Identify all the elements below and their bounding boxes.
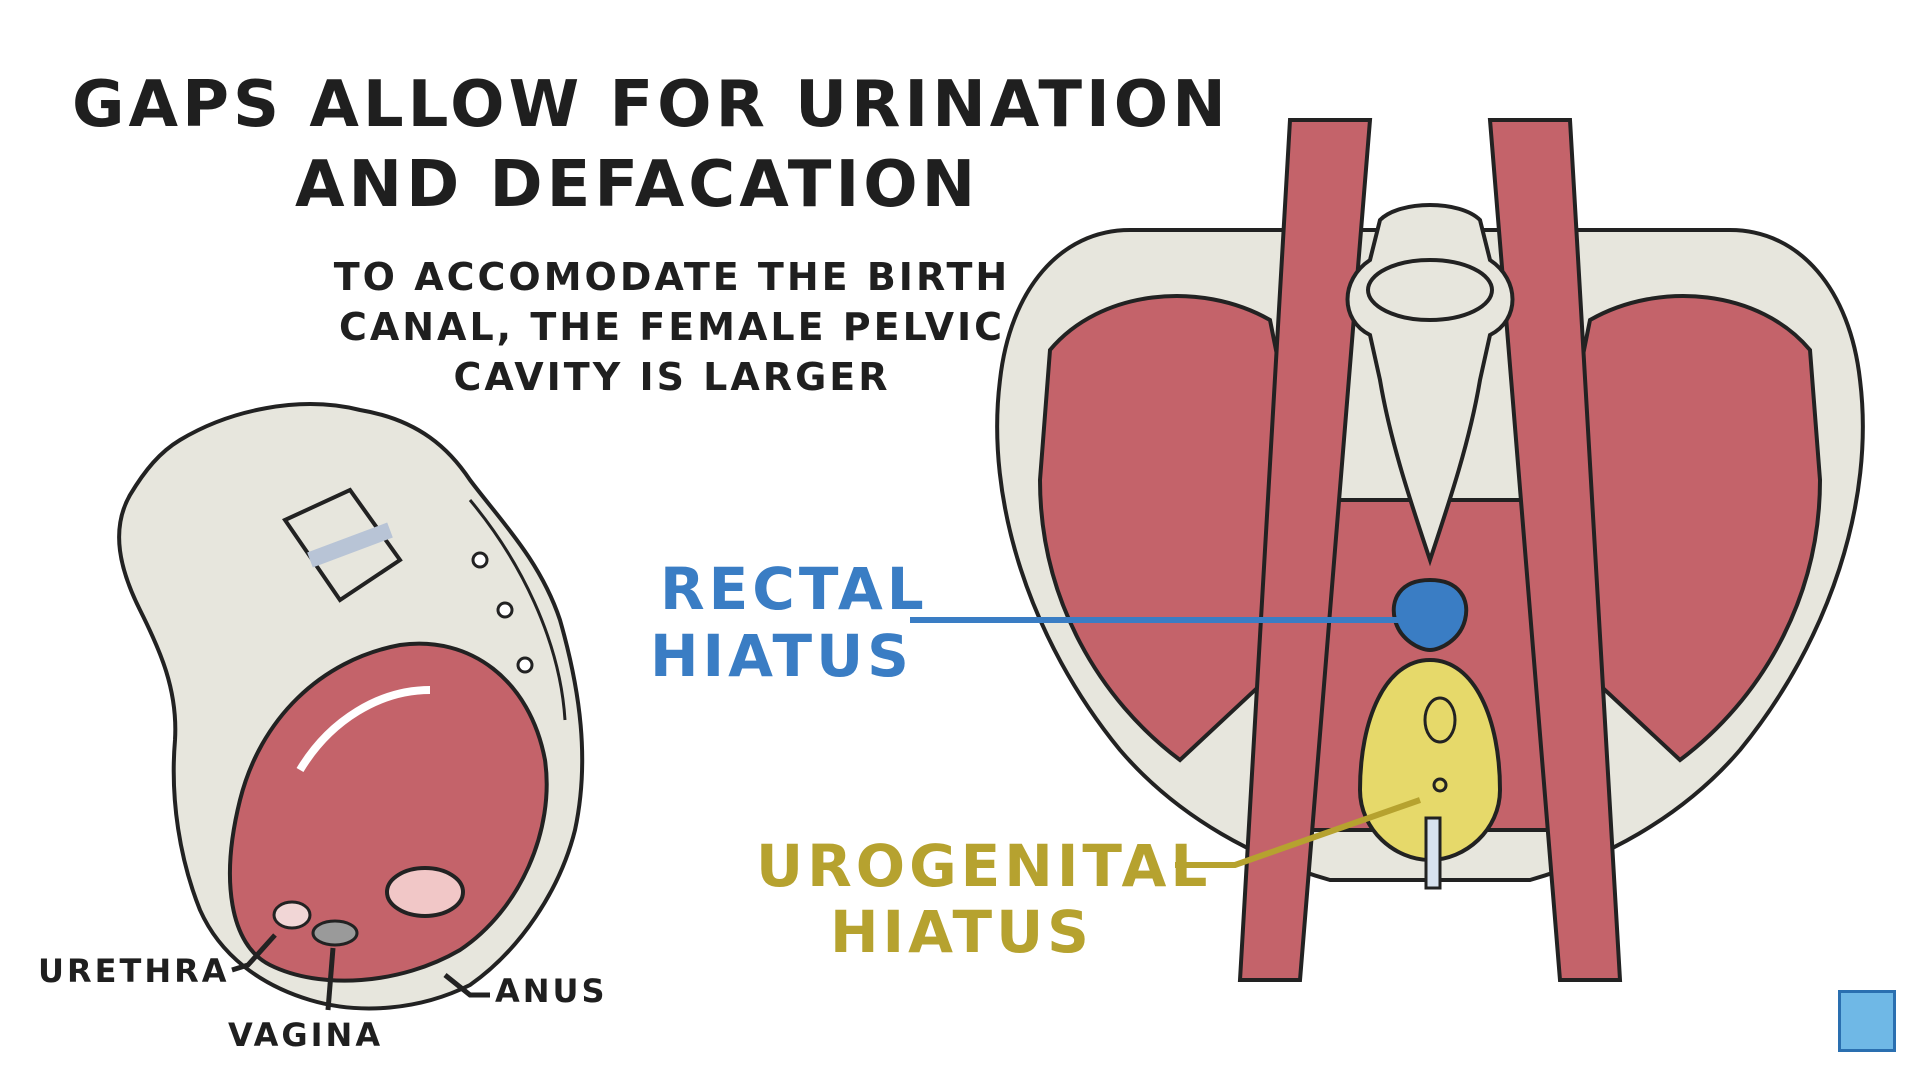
rectal-hiatus-label-line-2: HIATUS — [650, 622, 913, 690]
side-muscle-tendon — [296, 686, 431, 773]
side-anus-tube — [385, 866, 465, 918]
rectal-hiatus-opening — [1391, 577, 1469, 653]
subtitle-line-2: CANAL, THE FEMALE PELVIC — [338, 305, 1006, 349]
urogenital-hiatus-label-line-1: UROGENITAL — [756, 832, 1212, 900]
side-pelvic-floor-muscle — [228, 641, 549, 983]
anus-label: ANUS — [495, 972, 608, 1010]
anus-leader-line — [443, 973, 490, 998]
subtitle-line-3: CAVITY IS LARGER — [453, 355, 891, 399]
right-muscle-group — [1527, 294, 1823, 763]
left-muscle-group — [1037, 294, 1333, 763]
side-disc — [307, 522, 393, 568]
urethra-label: URETHRA — [38, 952, 230, 990]
left-muscle-strap — [1237, 118, 1373, 982]
vertebral-body — [1366, 258, 1494, 322]
urethral-opening — [1432, 777, 1448, 793]
vaginal-opening — [1423, 696, 1457, 744]
urethra-leader-line — [231, 933, 277, 973]
side-foramen-1 — [471, 551, 489, 569]
side-urethra-tube — [272, 900, 312, 930]
inferior-view-pelvis — [910, 118, 1865, 982]
rectal-hiatus-label-line-1: RECTAL — [660, 555, 928, 623]
vagina-leader-line — [325, 947, 336, 1011]
right-muscle-strap — [1487, 118, 1623, 982]
title-line-2: AND DEFACATION — [295, 148, 980, 222]
brain-logo-icon — [1838, 990, 1896, 1052]
side-vagina-tube — [311, 919, 359, 947]
urogenital-leader-line — [1175, 797, 1421, 868]
subtitle-line-1: TO ACCOMODATE THE BIRTH — [333, 255, 1011, 299]
side-foramen-2 — [496, 601, 514, 619]
pubic-symphysis — [1424, 816, 1442, 890]
title-line-1: GAPS ALLOW FOR URINATION — [72, 68, 1230, 142]
urogenital-hiatus-label-line-2: HIATUS — [830, 898, 1093, 966]
side-sacrum-edge — [468, 499, 567, 721]
vagina-label: VAGINA — [228, 1016, 384, 1054]
side-foramen-3 — [516, 656, 534, 674]
side-view-pelvis — [117, 402, 585, 1011]
